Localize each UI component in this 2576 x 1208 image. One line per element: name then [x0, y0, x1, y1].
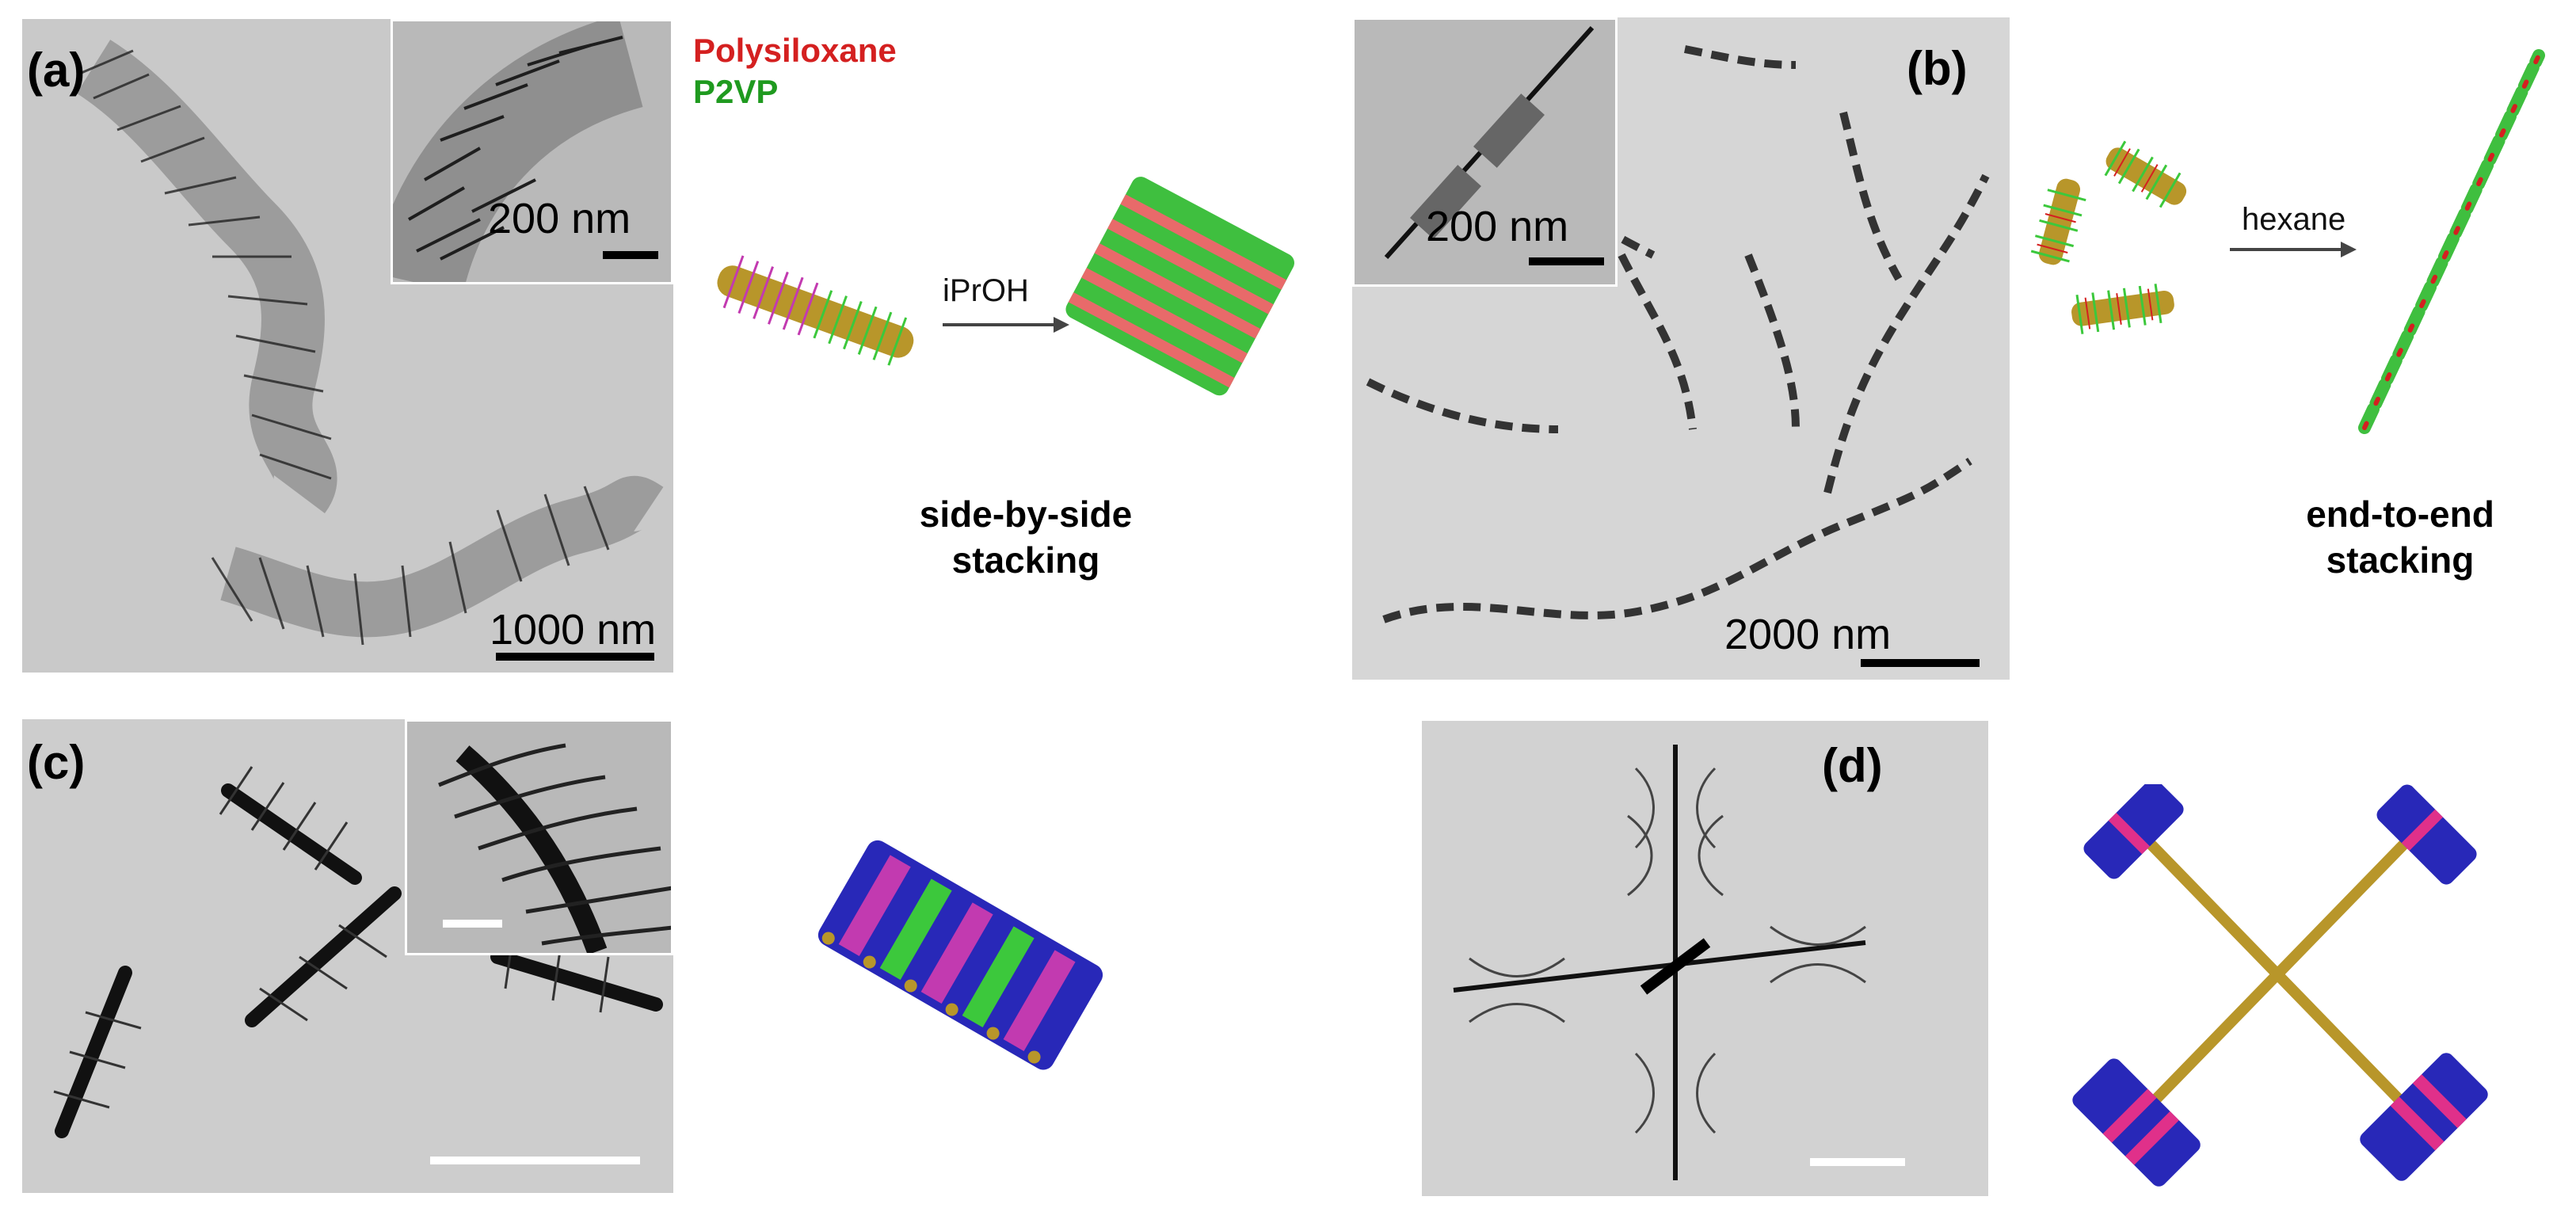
panel-a-label: (a)	[27, 44, 86, 97]
panel-b-label: (b)	[1907, 42, 1968, 95]
panel-b-inset-scale-text: 200 nm	[1426, 203, 1569, 250]
schematic-a-stacked-bundle	[1065, 177, 1294, 396]
panel-b-inset-micrograph	[1384, 25, 1595, 260]
panel-b-micrograph	[1366, 45, 1990, 623]
panel-d-scale-bar	[1810, 1158, 1905, 1166]
panel-a-micrograph	[76, 40, 664, 646]
schematic-b-caption: end-to-end stacking	[2281, 491, 2519, 583]
schematic-a-side-by-side	[717, 177, 1294, 396]
schematic-a-arrow-label: iPrOH	[943, 273, 1029, 308]
schematic-b-end-to-end	[2030, 49, 2545, 434]
panel-a-inset-scale-bar	[603, 251, 658, 259]
schematic-a-caption: side-by-side stacking	[895, 491, 1157, 583]
panel-c-label: (c)	[27, 736, 86, 789]
panel-a-scale-text: 1000 nm	[490, 606, 657, 654]
panel-a-inset-micrograph	[393, 21, 644, 282]
schematic-a-caption-line2: stacking	[951, 539, 1100, 581]
panel-c-inset	[405, 719, 673, 955]
panel-b-scale-bar	[1861, 659, 1980, 667]
panel-c-inset-micrograph	[438, 743, 671, 953]
panel-d-micrograph	[1453, 745, 1866, 1180]
schematic-b-caption-line1: end-to-end	[2306, 493, 2494, 535]
panel-b-inset-scale-bar	[1529, 257, 1604, 265]
panel-c-tem-image: (c)	[22, 719, 673, 1193]
schematic-b-caption-line2: stacking	[2326, 539, 2475, 581]
schematic-b-chain	[2358, 49, 2545, 434]
schematic-d-arm-tr	[2376, 784, 2477, 885]
panel-a-scale-bar	[496, 653, 654, 661]
schematic-a-caption-line1: side-by-side	[919, 493, 1133, 535]
schematic-d-arm-bl	[2072, 1058, 2201, 1187]
schematic-b-micelles	[2030, 140, 2187, 334]
panel-d-tem-image: (d)	[1422, 721, 1988, 1196]
legend-polysiloxane: Polysiloxane	[693, 32, 897, 69]
schematic-b-arrow-label: hexane	[2242, 202, 2346, 237]
panel-a-inset: 200 nm	[391, 19, 673, 284]
legend-p2vp: P2VP	[693, 73, 779, 110]
panel-c-scale-bar	[430, 1157, 640, 1164]
panel-b-scale-text: 2000 nm	[1724, 611, 1892, 658]
panel-a-inset-scale-text: 200 nm	[488, 195, 631, 242]
panel-b-tem-image: 200 nm (b) 2000 nm	[1352, 17, 2010, 680]
panel-d-label: (d)	[1822, 739, 1883, 792]
schematic-a-single-micelle	[717, 255, 914, 366]
panel-c-inset-scale-bar	[443, 920, 502, 928]
panel-c-micrograph	[53, 766, 663, 1138]
schematic-d-arm-tl	[2083, 784, 2184, 879]
schematic-d-arm-br	[2360, 1053, 2488, 1181]
schematic-d-cross-structure	[2072, 784, 2488, 1187]
panel-a-tem-image: 200 nm (a) 1000 nm	[22, 19, 673, 673]
panel-b-inset: 200 nm	[1352, 17, 1618, 287]
schematic-c-micelle-stack	[817, 840, 1103, 1070]
